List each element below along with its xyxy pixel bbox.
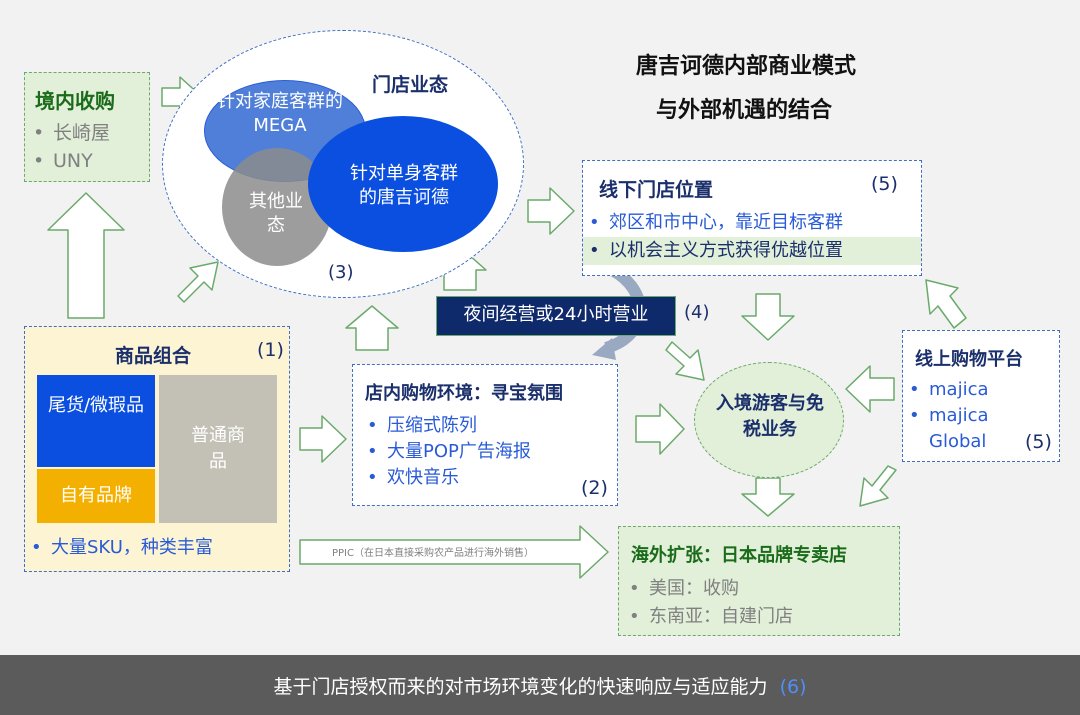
online-platform-list: majica majica Global: [903, 377, 1029, 455]
product-mix-num: (1): [257, 339, 284, 361]
store-formats-num: (3): [328, 262, 354, 283]
arrow-diag-inbound: [665, 341, 705, 381]
donki-label: 针对单身客群的唐吉诃德: [350, 163, 458, 208]
arrow-left-online: [845, 365, 895, 413]
footer-text-wrap: 基于门店授权而来的对市场环境变化的快速响应与适应能力 (6): [0, 672, 1080, 699]
tail-goods-block: 尾货/微瑕品: [37, 375, 155, 467]
private-brand-block: 自有品牌: [37, 469, 155, 523]
arrow-diag-offline: [925, 279, 967, 329]
footer-text: 基于门店授权而来的对市场环境变化的快速响应与适应能力: [273, 676, 768, 698]
offline-location-title: 线下门店位置: [599, 179, 714, 201]
list-item: 郊区和市中心，靠近目标客群: [583, 209, 921, 237]
overseas-box: 海外扩张：日本品牌专卖店 美国：收购 东南亚：自建门店: [618, 526, 900, 636]
domestic-acquisition-title: 境内收购: [35, 89, 115, 113]
list-item: 压缩式陈列: [361, 413, 531, 439]
in-store-list: 压缩式陈列 大量POP广告海报 欢快音乐: [361, 413, 531, 491]
normal-goods-block: 普通商品: [159, 375, 277, 523]
product-mix-title: 商品组合: [115, 345, 192, 367]
list-item: UNY: [27, 147, 110, 175]
list-item: 美国：收购: [623, 575, 793, 603]
donki-circle: [308, 116, 498, 252]
inbound-ellipse: 入境游客与免税业务: [694, 362, 844, 478]
offline-location-list: 郊区和市中心，靠近目标客群 以机会主义方式获得优越位置: [583, 209, 921, 265]
other-label: 其他业态: [249, 191, 303, 236]
header-line2: 与外部机遇的结合: [656, 98, 833, 123]
in-store-num: (2): [581, 477, 608, 499]
list-item: 大量SKU，种类丰富: [25, 535, 213, 561]
list-item: majica: [903, 377, 1029, 403]
domestic-acquisition-list: 长崎屋 UNY: [27, 119, 110, 175]
online-platform-num: (5): [1025, 431, 1052, 453]
inbound-label: 入境游客与免税业务: [716, 393, 824, 440]
in-store-box: 店内购物环境：寻宝氛围 压缩式陈列 大量POP广告海报 欢快音乐 (2): [352, 364, 618, 506]
store-formats-label: 门店业态: [372, 74, 449, 96]
ppic-arrow-shape: [299, 525, 609, 579]
night-ops-label: 夜间经营或24小时营业: [436, 296, 676, 336]
arrow-right-inbound: [635, 403, 685, 455]
arrow-diag-formats: [177, 261, 219, 303]
online-platform-title: 线上购物平台: [915, 349, 1023, 370]
night-ops-num: (4): [684, 302, 710, 323]
ppic-label: PPIC（在日本直接采购农产品进行海外销售）: [332, 548, 534, 559]
header-line1: 唐吉诃德内部商业模式: [636, 54, 857, 79]
arrow-down-overseas: [741, 477, 795, 517]
offline-location-box: 线下门店位置 (5) 郊区和市中心，靠近目标客群 以机会主义方式获得优越位置: [582, 160, 922, 276]
offline-location-num: (5): [871, 173, 898, 195]
overseas-title: 海外扩张：日本品牌专卖店: [631, 545, 847, 566]
online-platform-box: 线上购物平台 majica majica Global (5): [902, 330, 1060, 462]
footer-bar: 基于门店授权而来的对市场环境变化的快速响应与适应能力 (6): [0, 655, 1080, 715]
list-item: majica Global: [903, 403, 1029, 455]
arrow-up-domestic: [47, 192, 125, 319]
footer-num: (6): [779, 676, 807, 698]
arrow-up-instore: [345, 305, 399, 351]
product-mix-list: 大量SKU，种类丰富: [25, 535, 213, 561]
list-item: 大量POP广告海报: [361, 439, 531, 465]
domestic-acquisition-box: 境内收购 长崎屋 UNY: [24, 72, 150, 182]
overseas-list: 美国：收购 东南亚：自建门店: [623, 575, 793, 631]
arrow-right-instore: [299, 415, 347, 463]
arrow-down-inbound: [741, 293, 795, 341]
in-store-title: 店内购物环境：寻宝氛围: [365, 383, 563, 404]
arrow-right-offline: [527, 187, 575, 235]
list-item: 东南亚：自建门店: [623, 603, 793, 631]
mega-label: 针对家庭客群的MEGA: [217, 91, 343, 136]
arrow-diag-overseas: [859, 465, 897, 507]
product-mix-box: 商品组合 (1) 尾货/微瑕品 自有品牌 普通商品 大量SKU，种类丰富: [24, 326, 290, 572]
list-item: 以机会主义方式获得优越位置: [583, 237, 921, 265]
list-item: 欢快音乐: [361, 465, 531, 491]
list-item: 长崎屋: [27, 119, 110, 147]
